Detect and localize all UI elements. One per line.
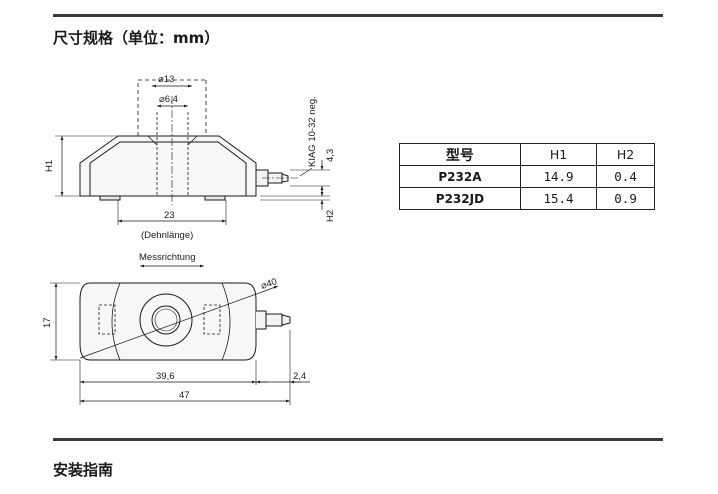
top-view: [50, 264, 310, 405]
section-title-install: 安装指南: [53, 461, 114, 479]
cell-h1: 14.9: [519, 165, 598, 188]
label-47: 47: [179, 390, 190, 401]
label-39-6: 39,6: [156, 371, 175, 382]
foot-left: [99, 195, 121, 201]
label-dehnlaenge: (Dehnlänge): [141, 230, 193, 241]
foot-right: [204, 195, 226, 201]
col-model: 型号: [399, 143, 521, 166]
table-header-row: 型号 H1 H2: [399, 143, 655, 166]
connector-top: [256, 310, 291, 330]
cell-model: P232A: [399, 165, 521, 188]
label-dia-13: ⌀13: [158, 74, 174, 85]
label-kiag: KIAG 10-32 neg.: [307, 96, 318, 167]
section-title: 尺寸规格（单位：mm）: [53, 29, 220, 47]
label-4-3: 4,3: [325, 149, 336, 162]
col-h2: H2: [596, 143, 655, 166]
col-h1: H1: [519, 143, 598, 166]
center-bore: [151, 305, 181, 335]
top-rule: [53, 14, 663, 17]
label-h2: H2: [325, 210, 336, 222]
label-17: 17: [42, 317, 53, 328]
cell-h2: 0.4: [596, 165, 655, 188]
cell-h1: 15.4: [519, 187, 598, 210]
label-2-4: 2,4: [293, 371, 306, 382]
cell-h2: 0.9: [596, 187, 655, 210]
sensor-body-side: [79, 135, 257, 197]
label-23: 23: [164, 210, 175, 221]
sensor-body-top: [79, 282, 257, 361]
label-messrichtung: Messrichtung: [139, 252, 196, 263]
table-row: P232A 14.9 0.4: [399, 165, 655, 188]
label-h1: H1: [44, 160, 55, 172]
cell-model: P232JD: [399, 187, 521, 210]
spec-table: 型号 H1 H2 P232A 14.9 0.4 P232JD 15.4 0.9: [399, 143, 655, 210]
label-dia-6-4: ⌀6,4: [159, 94, 178, 105]
bottom-rule: [53, 438, 663, 441]
table-row: P232JD 15.4 0.9: [399, 187, 655, 210]
side-view: [55, 79, 330, 225]
label-dia-40: ⌀40: [260, 276, 279, 291]
center-boss-outer: [139, 293, 193, 347]
